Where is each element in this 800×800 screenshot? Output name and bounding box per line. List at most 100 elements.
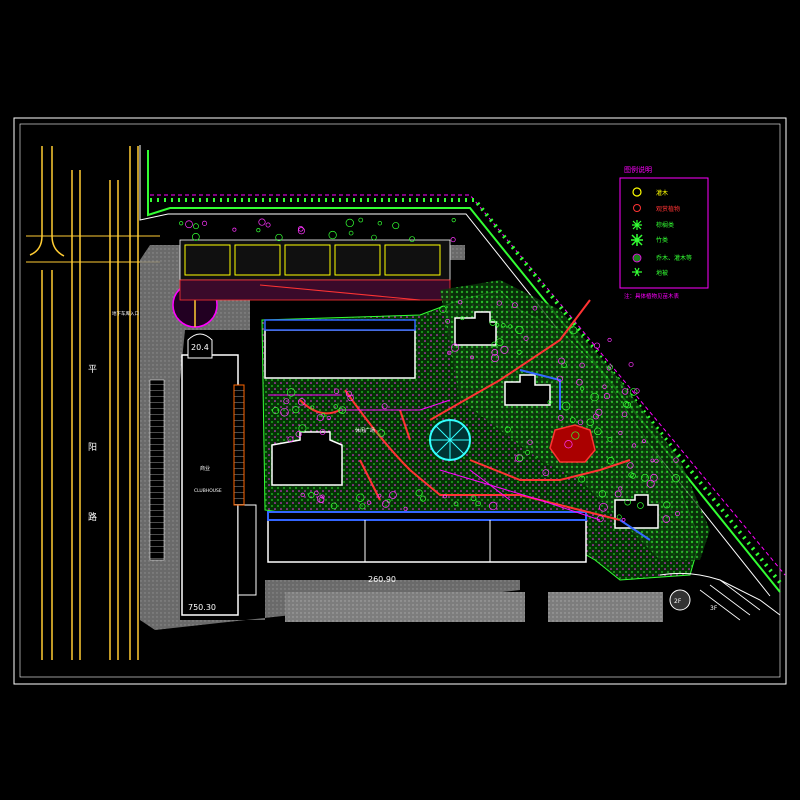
tree-symbol — [491, 349, 499, 356]
legend-item-groundcover: 地被 — [632, 267, 668, 277]
legend-label-shrub: 灌木 — [656, 189, 668, 197]
tree-symbol — [579, 386, 585, 391]
plaza-label: 休闲广场 — [355, 427, 375, 434]
tree-symbol — [366, 500, 372, 505]
tree-symbol — [614, 490, 622, 498]
drawing-frame-outer — [13, 117, 787, 685]
southeast-corner — [659, 572, 781, 621]
tree-symbol — [445, 318, 451, 324]
left-road — [26, 146, 160, 660]
residential-block-2 — [271, 431, 343, 486]
legend-item-bamboo: 竹类 — [631, 234, 668, 246]
tree-symbol — [348, 230, 354, 236]
tree-symbol — [298, 424, 307, 433]
tree-symbol — [595, 408, 603, 416]
tree-symbol — [359, 503, 366, 510]
tree-symbol — [663, 501, 671, 509]
bamboo-icon — [631, 234, 643, 246]
tree-symbol — [358, 217, 364, 223]
tree-symbol — [377, 493, 382, 498]
tree-symbol — [179, 221, 184, 226]
tree-symbol — [490, 353, 500, 363]
tree-symbol — [345, 390, 352, 397]
tree-symbol — [272, 407, 280, 415]
tree-symbol — [403, 506, 408, 511]
tree-symbol — [320, 494, 325, 499]
tree-symbol — [602, 384, 607, 389]
tree-symbol — [569, 417, 576, 423]
tree-symbol — [451, 218, 456, 223]
tree-symbol — [594, 427, 602, 436]
tree-symbol — [547, 400, 552, 405]
tree-symbol — [328, 230, 337, 240]
tree-symbol — [326, 415, 331, 421]
tree-symbol — [185, 220, 193, 229]
tree-symbol — [439, 305, 447, 313]
tree-symbol — [662, 515, 671, 523]
building-label-2: CLUBHOUSE — [194, 488, 222, 494]
tree-symbol — [489, 319, 496, 326]
tree-symbol — [286, 388, 296, 397]
legend-item-shrub: 灌木 — [632, 187, 668, 197]
townhouse-row — [179, 239, 451, 301]
tree-symbol — [508, 324, 513, 329]
tree-icon — [632, 253, 642, 263]
villa-2 — [504, 374, 551, 406]
tree-symbol — [641, 473, 649, 482]
water-feature — [429, 419, 471, 461]
tree-symbol — [650, 458, 655, 463]
tree-symbol — [606, 366, 611, 371]
tree-symbol — [297, 227, 305, 235]
tree-symbol — [504, 426, 511, 433]
tree-symbol — [191, 233, 200, 241]
tree-symbol — [489, 501, 498, 511]
tree-symbol — [338, 406, 347, 414]
tree-symbol — [460, 316, 465, 321]
tree-symbol — [389, 491, 397, 499]
palm-icon — [632, 220, 642, 230]
villa-3 — [614, 494, 659, 529]
legend-label-palm: 棕榈类 — [656, 221, 674, 229]
tree-symbol — [458, 300, 463, 305]
tree-symbol — [450, 237, 456, 243]
tree-symbol — [599, 502, 608, 512]
tree-symbol — [356, 493, 365, 502]
tree-symbol — [641, 439, 646, 444]
tree-symbol — [569, 326, 578, 335]
elevation-top-left: 20.4 — [191, 343, 209, 352]
legend-item-palm: 棕榈类 — [632, 220, 674, 230]
tree-symbol — [330, 502, 338, 510]
tree-symbol — [415, 489, 423, 497]
tree-symbol — [256, 228, 261, 233]
plan-labels: 平 阳 路 地下车库入口 20.4 750.30 260.90 休闲广场 2F … — [88, 310, 718, 612]
tree-symbol — [338, 407, 344, 414]
tree-symbol — [310, 405, 315, 410]
tree-symbol — [578, 475, 586, 483]
tree-symbol — [491, 341, 497, 348]
blue-edges — [519, 369, 651, 541]
tree-symbol — [347, 394, 354, 402]
elevation-bottom-left: 750.30 — [188, 603, 216, 612]
tree-symbol — [542, 469, 550, 476]
tree-symbol — [495, 323, 500, 327]
tree-symbol — [621, 411, 628, 417]
tree-symbol — [616, 514, 622, 520]
legend-item-tree: 乔木、灌木等 — [632, 253, 692, 263]
legend-box — [619, 177, 709, 289]
corner-label-b: 3F — [710, 605, 718, 612]
pedestrian-paths — [299, 299, 631, 521]
tree-symbol — [621, 518, 626, 522]
tree-symbol — [673, 457, 679, 463]
tree-symbol — [345, 218, 354, 228]
tree-symbol — [618, 486, 623, 491]
tree-symbol — [333, 388, 340, 394]
tree-symbol — [557, 375, 564, 382]
tree-symbol — [596, 515, 604, 523]
legend-label-groundcover: 地被 — [656, 269, 668, 277]
legend-note: 注：具体植物见苗木表 — [624, 292, 680, 300]
tree-symbol — [621, 388, 629, 395]
tree-symbol — [297, 226, 304, 232]
residential-block-1 — [264, 319, 416, 379]
tree-symbol — [496, 300, 502, 306]
tree-symbol — [634, 388, 640, 394]
